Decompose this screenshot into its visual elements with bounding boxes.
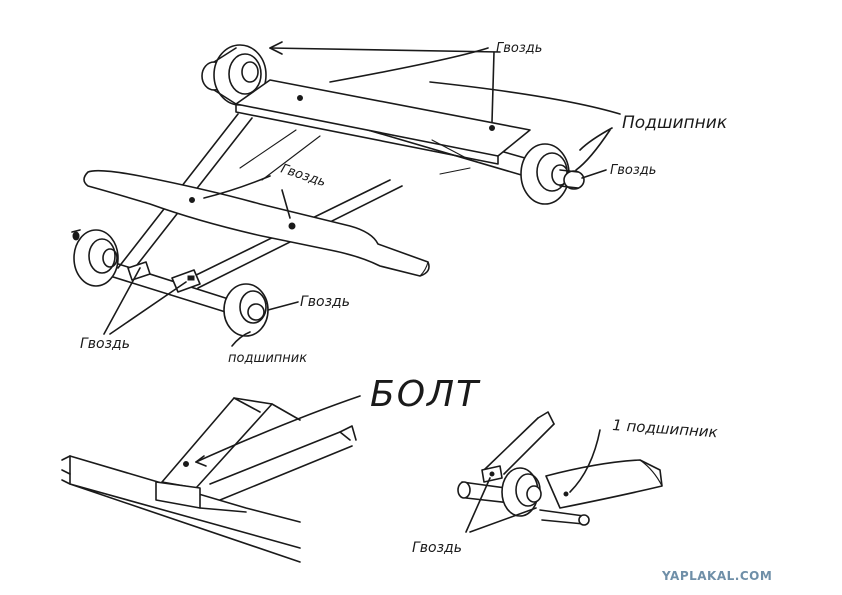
bolt-dot bbox=[183, 461, 189, 467]
nail-dot-top-1 bbox=[297, 95, 303, 101]
label-one-bearing: 1 подшипник bbox=[612, 416, 719, 441]
label-nail-center: Гвоздь bbox=[279, 162, 328, 191]
top-board bbox=[235, 79, 531, 157]
cart-assembly bbox=[71, 44, 585, 337]
nail-dot-center-2 bbox=[288, 222, 296, 230]
bolt-joint-detail bbox=[61, 395, 361, 563]
watermark: YAPLAKAL.COM bbox=[661, 569, 772, 583]
nail-dot-top-2 bbox=[489, 125, 495, 131]
wheel-front-right bbox=[223, 283, 269, 337]
pointer-lines-main bbox=[103, 41, 621, 347]
wheel-rear-right bbox=[520, 143, 585, 205]
label-bearing-top: Подшипник bbox=[622, 113, 728, 133]
wheel-front-left bbox=[71, 229, 119, 287]
label-bolt: БОЛТ bbox=[370, 374, 481, 415]
label-nail-left: Гвоздь bbox=[80, 336, 130, 352]
label-nail-right-wheel: Гвоздь bbox=[610, 163, 656, 178]
bearing-detail bbox=[457, 411, 663, 533]
nail-dot-center-1 bbox=[189, 197, 195, 203]
label-bearing-bottom: подшипник bbox=[228, 351, 307, 366]
label-nail-top: Гвоздь bbox=[496, 41, 542, 56]
label-nail-detail: Гвоздь bbox=[412, 540, 462, 556]
wheel-rear-left bbox=[201, 44, 267, 106]
label-nail-front-wheel: Гвоздь bbox=[300, 294, 350, 310]
